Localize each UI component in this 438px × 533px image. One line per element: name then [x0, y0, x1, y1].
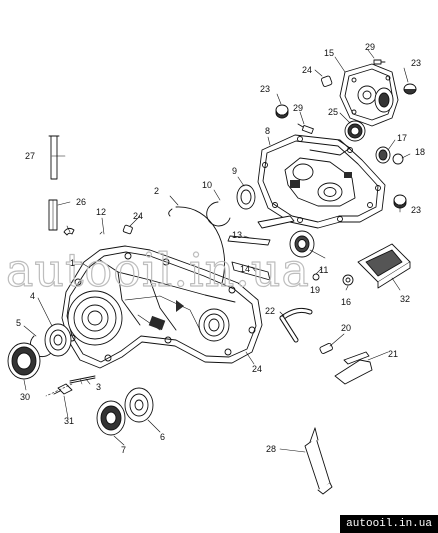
- callout-31: 31: [64, 416, 74, 426]
- callout-numbers: 1 2 3 4 5 6 7 8 9 10 11 12 13 14 15 16 1…: [16, 42, 425, 455]
- plug-20: [319, 342, 333, 354]
- callout-24-bottom: 24: [252, 364, 262, 374]
- callout-6: 6: [160, 432, 165, 442]
- callout-5: 5: [16, 318, 21, 328]
- seal-30: [7, 342, 41, 380]
- callout-19: 19: [310, 285, 320, 295]
- bearing-6: [124, 387, 154, 423]
- snap-ring-18: [392, 153, 404, 165]
- callout-16: 16: [341, 297, 351, 307]
- plug-23-right-top: [403, 83, 417, 95]
- plug-23-right-lower: [393, 194, 407, 209]
- bearing-4: [44, 323, 72, 357]
- stud-3: [69, 375, 96, 385]
- sealant-tube-28: [304, 427, 333, 495]
- ring-16: [342, 274, 354, 286]
- callout-27: 27: [25, 151, 35, 161]
- callout-26: 26: [76, 197, 86, 207]
- callout-2: 2: [154, 186, 159, 196]
- bearing-9: [236, 184, 256, 210]
- callout-24-left: 24: [133, 211, 143, 221]
- drain-plug-31: [53, 383, 73, 395]
- sensor-32: [357, 243, 411, 289]
- callout-23-right-lower: 23: [411, 205, 421, 215]
- callout-28: 28: [266, 444, 276, 454]
- callout-21: 21: [388, 349, 398, 359]
- callout-18: 18: [415, 147, 425, 157]
- callout-7: 7: [121, 445, 126, 455]
- hose-22: [279, 307, 313, 343]
- callout-23-left: 23: [260, 84, 270, 94]
- seal-25: [344, 120, 366, 142]
- callout-32: 32: [400, 294, 410, 304]
- strip-13: [227, 215, 295, 246]
- callout-8: 8: [265, 126, 270, 136]
- plug-24-top: [320, 75, 333, 87]
- watermark-text: autooil.in.ua: [6, 243, 310, 297]
- bearing-11: [289, 230, 315, 258]
- callout-29-top: 29: [365, 42, 375, 52]
- callout-25: 25: [328, 107, 338, 117]
- snap-ring-2: [168, 206, 226, 284]
- callout-20: 20: [341, 323, 351, 333]
- callout-3: 3: [96, 382, 101, 392]
- snap-ring-10: [206, 201, 231, 227]
- bearing-17: [375, 146, 391, 164]
- shift-rail-14: [231, 261, 271, 281]
- callout-30: 30: [20, 392, 30, 402]
- callout-22: 22: [265, 306, 275, 316]
- plug-24-left: [122, 224, 133, 235]
- fitting-12: [63, 227, 75, 236]
- callout-1: 1: [70, 258, 75, 268]
- front-case-half: [61, 245, 263, 369]
- callout-29-middle: 29: [293, 103, 303, 113]
- callout-11: 11: [319, 265, 328, 275]
- callout-12: 12: [96, 207, 106, 217]
- callout-17: 17: [397, 133, 407, 143]
- callout-9: 9: [232, 166, 237, 176]
- plug-23-left: [275, 104, 289, 119]
- pump-cover: [339, 63, 399, 127]
- lever-21: [334, 351, 373, 385]
- tube-26: [48, 199, 58, 231]
- callout-4: 4: [30, 291, 35, 301]
- callout-15: 15: [324, 48, 334, 58]
- rear-case-half: [257, 134, 386, 229]
- callout-24-top: 24: [302, 65, 312, 75]
- pin-27: [48, 135, 60, 180]
- seal-7: [96, 400, 126, 436]
- callout-13: 13: [232, 230, 242, 240]
- callout-14: 14: [240, 264, 250, 274]
- leader-lines: [23, 49, 411, 453]
- callout-10: 10: [202, 180, 212, 190]
- bolt-29-top: [373, 59, 386, 65]
- callout-23-right-top: 23: [411, 58, 421, 68]
- site-badge: autooil.in.ua: [340, 515, 438, 533]
- bolt-29-middle: [297, 123, 314, 134]
